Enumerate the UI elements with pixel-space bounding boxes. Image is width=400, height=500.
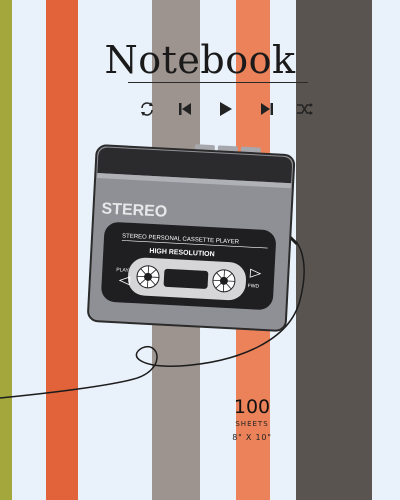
left-button-label: PLAY <box>116 267 129 274</box>
skip-back-icon <box>174 98 196 120</box>
stripe-olive <box>0 0 12 500</box>
play-icon <box>214 98 236 120</box>
skip-forward-icon <box>256 98 278 120</box>
repeat-icon <box>136 98 158 120</box>
player-subtitle: HIGH RESOLUTION <box>149 248 215 258</box>
sheet-size: 8" X 10" <box>232 433 272 442</box>
sheet-count: 100 <box>233 396 271 418</box>
stripe-dark-brown <box>296 0 372 500</box>
stripe-orange <box>46 0 78 500</box>
player-brand: STEREO <box>101 200 168 220</box>
title-underline <box>128 82 308 83</box>
right-button-label: FWD <box>248 283 260 290</box>
sheet-unit: SHEETS <box>235 420 269 428</box>
cover-title: Notebook <box>104 38 296 82</box>
shuffle-icon <box>293 98 315 120</box>
headphone-cable <box>0 237 305 399</box>
